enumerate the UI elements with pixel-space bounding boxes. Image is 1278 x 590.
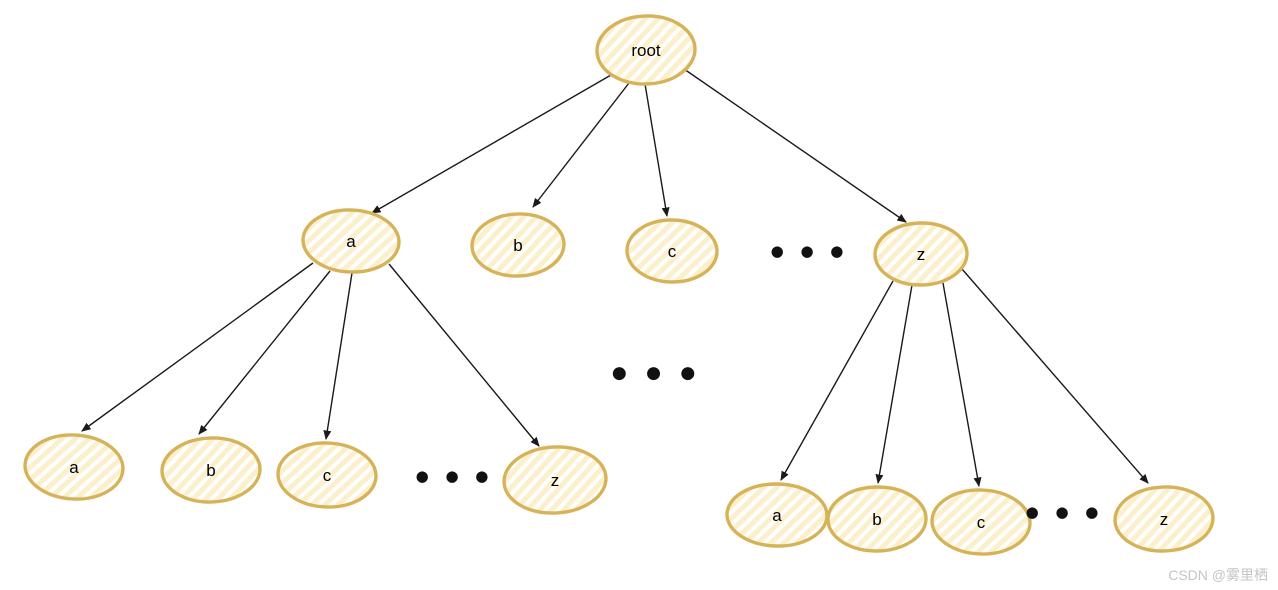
node-level2-z-label: z — [917, 245, 926, 264]
tree-nodes: root a b c ● ● ● z ● ● ● a b — [23, 14, 1215, 556]
node-level3l-b-label: b — [206, 461, 215, 480]
node-level3r-b-shape — [826, 485, 928, 553]
node-root-label: root — [631, 41, 661, 60]
node-level2-c: c — [625, 218, 719, 284]
edge-a-a — [81, 262, 314, 432]
node-root-shape — [595, 14, 697, 86]
node-level3r-c-label: c — [977, 513, 986, 532]
node-level3r-a-label: a — [772, 506, 782, 525]
node-level3l-z-shape — [502, 445, 608, 515]
node-root: root — [595, 14, 697, 86]
edge-z-z — [961, 268, 1149, 484]
node-level3l-a-label: a — [69, 458, 79, 477]
node-level2-b-label: b — [513, 236, 522, 255]
node-level3r-z-label: z — [1160, 510, 1169, 529]
edge-root-c — [644, 83, 670, 217]
edge-root-z — [683, 68, 907, 223]
node-level2-a: a — [301, 208, 401, 274]
node-level3l-a-shape — [23, 433, 125, 501]
node-level3l-c: c — [276, 441, 378, 509]
node-level3r-c: c — [930, 488, 1032, 556]
node-level3l-z-label: z — [551, 471, 560, 490]
edge-root-a — [371, 74, 612, 214]
edge-a-z — [388, 263, 540, 447]
node-level3r-a: a — [725, 482, 829, 548]
level3l-ellipsis: ● ● ● — [416, 467, 495, 485]
level3r-ellipsis: ● ● ● — [1026, 503, 1105, 521]
node-level3l-b: b — [160, 436, 262, 504]
node-level3r-b-label: b — [872, 510, 881, 529]
node-level3l-c-shape — [276, 441, 378, 509]
level2-ellipsis: ● ● ● — [771, 242, 850, 260]
node-level2-b-shape — [470, 212, 566, 278]
node-level3r-z-shape — [1113, 485, 1215, 553]
node-level3l-z: z — [502, 445, 608, 515]
edge-a-c — [323, 272, 353, 440]
edge-z-c — [942, 282, 982, 487]
tree-edges — [81, 68, 1149, 487]
node-level2-a-label: a — [346, 232, 356, 251]
watermark-text: CSDN @雾里栖 — [1168, 567, 1268, 583]
node-level2-c-label: c — [668, 242, 677, 261]
node-level3l-c-label: c — [323, 466, 332, 485]
node-level2-z-shape — [873, 221, 969, 287]
edge-root-b — [532, 82, 630, 208]
node-level2-z: z — [873, 221, 969, 287]
node-level3l-a: a — [23, 433, 125, 501]
node-level3r-c-shape — [930, 488, 1032, 556]
edge-a-b — [198, 270, 331, 435]
edge-z-b — [875, 284, 913, 484]
mid-ellipsis: ● ● ● — [612, 363, 702, 383]
node-level2-a-shape — [301, 208, 401, 274]
node-level3r-b: b — [826, 485, 928, 553]
node-level3r-z: z — [1113, 485, 1215, 553]
node-level3l-b-shape — [160, 436, 262, 504]
edge-z-a — [780, 280, 894, 481]
node-level2-b: b — [470, 212, 566, 278]
node-level2-c-shape — [625, 218, 719, 284]
